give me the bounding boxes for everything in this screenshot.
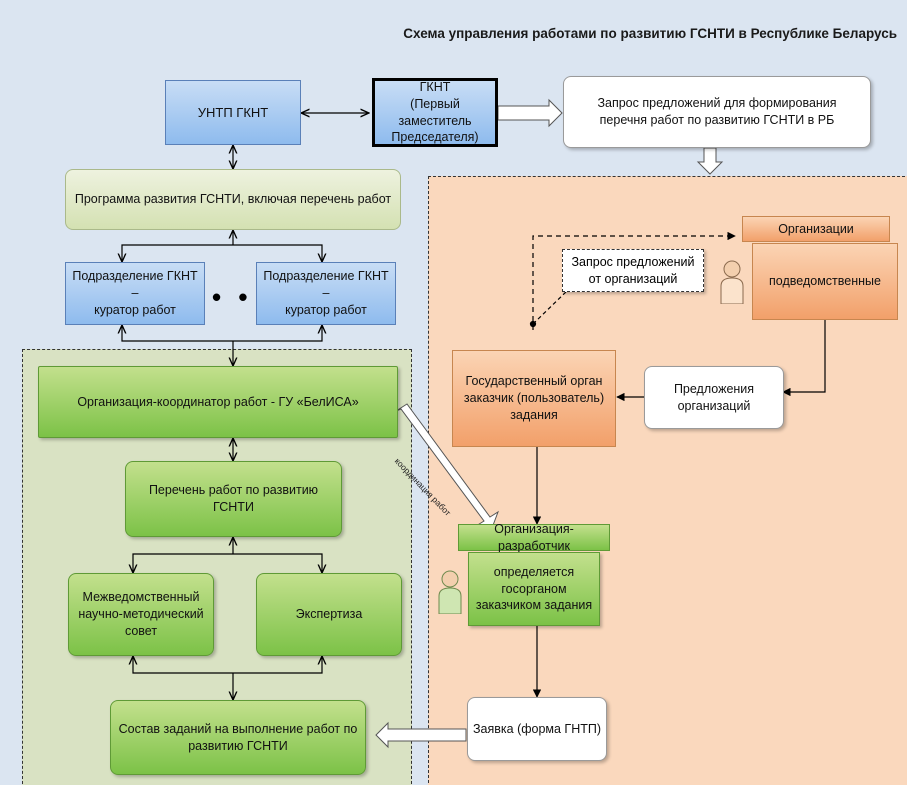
gov-body-box: Государственный орган заказчик (пользова…	[452, 350, 616, 447]
organizations-body: подведомственные	[752, 243, 898, 320]
developer-body: определяется госорганом заказчиком задан…	[468, 552, 600, 626]
connector-curator-bar-top	[122, 244, 322, 262]
person-icon-developer	[438, 570, 462, 614]
request-proposals-box: Запрос предложений для формирования пере…	[563, 76, 871, 148]
diagram-title: Схема управления работами по развитию ГС…	[403, 26, 897, 41]
coordinator-box: Организация-координатор работ - ГУ «БелИ…	[38, 366, 398, 438]
person-icon-organizations	[720, 260, 744, 304]
council-box: Межведомственный научно-методический сов…	[68, 573, 214, 656]
expertise-box: Экспертиза	[256, 573, 402, 656]
request-from-orgs-box: Запрос предложений от организаций	[562, 249, 704, 292]
gknt-box: ГКНТ (Первый заместитель Председателя)	[372, 78, 498, 147]
organizations-header: Организации	[742, 216, 890, 242]
curator-box-1: Подразделение ГКНТ – куратор работ	[65, 262, 205, 325]
block-arrow-request-zone	[696, 147, 724, 175]
curator-box-2: Подразделение ГКНТ – куратор работ	[256, 262, 396, 325]
connector-curator-bar-bottom	[122, 325, 322, 342]
untp-gknt-box: УНТП ГКНТ	[165, 80, 301, 145]
block-arrow-gknt-request	[497, 98, 563, 128]
developer-header: Организация-разработчик	[458, 522, 610, 553]
program-box: Программа развития ГСНТИ, включая перече…	[65, 169, 401, 230]
work-list-box: Перечень работ по развитию ГСНТИ	[125, 461, 342, 537]
org-proposals-box: Предложения организаций	[644, 366, 784, 429]
tasks-box: Состав заданий на выполнение работ по ра…	[110, 700, 366, 775]
application-box: Заявка (форма ГНТП)	[467, 697, 607, 761]
